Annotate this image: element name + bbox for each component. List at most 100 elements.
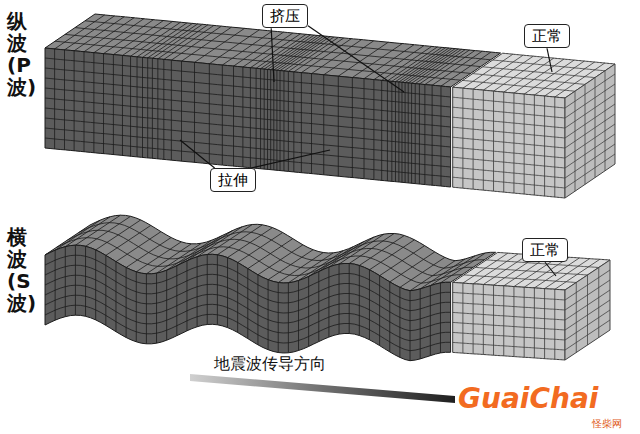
grid-line — [605, 71, 606, 171]
end-face — [565, 260, 610, 360]
grid-line — [524, 287, 525, 357]
grid-line — [453, 117, 565, 128]
grid-line — [45, 108, 451, 147]
callout-box: 挤压 — [262, 4, 308, 28]
grid-line — [453, 302, 565, 310]
grid-line — [453, 332, 565, 340]
grid-line — [464, 275, 576, 283]
grid-line — [453, 147, 565, 158]
watermark: 怪柴网 — [592, 418, 622, 430]
leader-line — [308, 26, 404, 92]
grid-line — [146, 274, 147, 344]
grid-line — [453, 137, 565, 148]
grid-line — [440, 283, 441, 353]
grid-line — [565, 124, 615, 158]
direction-band — [190, 374, 455, 403]
front-face — [453, 282, 565, 360]
grid-line — [453, 342, 565, 350]
grid-line — [75, 245, 76, 315]
grid-line — [45, 265, 451, 311]
wave-type-label: 横波(S波) — [7, 226, 27, 314]
grid-line — [79, 223, 485, 269]
grid-line — [513, 287, 514, 357]
grid-line — [453, 312, 565, 320]
leader-line — [547, 48, 552, 72]
grid-line — [207, 255, 208, 325]
callout-box: 拉伸 — [210, 168, 256, 192]
grid-line — [453, 292, 565, 300]
grid-line — [598, 268, 599, 338]
grid-line — [483, 285, 484, 355]
grid-line — [65, 34, 471, 73]
grid-line — [493, 60, 605, 71]
grid-line — [565, 104, 615, 138]
leader-line — [180, 140, 215, 168]
grid-line — [453, 127, 565, 138]
grid-line — [585, 84, 586, 184]
grid-line — [45, 88, 451, 127]
callout-box: 正常 — [522, 238, 568, 262]
grid-line — [288, 283, 289, 353]
grid-line — [453, 322, 565, 330]
grid-line — [45, 118, 451, 157]
grid-line — [534, 288, 535, 358]
leader-lines — [180, 26, 556, 276]
watermark: GuaiChai — [458, 382, 598, 415]
grid-line — [554, 289, 555, 359]
grid-line — [349, 263, 350, 333]
grid-line — [493, 285, 494, 355]
grid-line — [587, 275, 588, 345]
grid-line — [453, 177, 565, 188]
front-face — [45, 245, 451, 361]
grid-line — [45, 78, 451, 117]
s-wave-block — [45, 215, 610, 361]
grid-line — [75, 28, 481, 67]
grid-line — [453, 107, 565, 118]
grid-line — [453, 167, 565, 178]
end-face — [565, 64, 615, 198]
leader-line — [271, 28, 274, 82]
grid-line — [575, 91, 576, 191]
grid-line — [544, 289, 545, 359]
grid-line — [45, 255, 451, 301]
grid-line — [45, 68, 451, 107]
grid-line — [453, 157, 565, 168]
grid-line — [45, 285, 451, 331]
grid-line — [475, 267, 587, 275]
front-face — [453, 87, 565, 198]
callout-text: 挤压 — [270, 6, 300, 26]
grid-line — [55, 41, 461, 80]
grid-line — [565, 114, 615, 148]
grid-line — [45, 305, 451, 351]
grid-line — [56, 238, 462, 284]
grid-line — [565, 144, 615, 178]
grid-line — [565, 134, 615, 168]
grid-line — [45, 58, 451, 97]
grid-line — [85, 246, 86, 316]
callout-text: 正常 — [532, 26, 562, 46]
grid-line — [565, 154, 615, 188]
grid-line — [565, 74, 615, 108]
grid-line — [45, 128, 451, 167]
grid-line — [453, 97, 565, 108]
leader-line — [251, 150, 330, 168]
grid-line — [473, 284, 474, 354]
direction-label: 地震波传导方向 — [214, 354, 326, 375]
grid-line — [45, 98, 451, 137]
callout-text: 拉伸 — [218, 170, 248, 190]
callout-box: 正常 — [524, 24, 570, 48]
leader-line — [545, 262, 556, 276]
grid-line — [45, 275, 451, 321]
wave-type-label: 纵波(P波) — [7, 10, 27, 98]
grid-line — [462, 283, 463, 353]
grid-line — [565, 84, 615, 118]
callout-text: 正常 — [530, 240, 560, 260]
grid-line — [503, 286, 504, 356]
p-wave-block — [45, 14, 615, 198]
grid-line — [576, 283, 577, 353]
grid-line — [565, 94, 615, 128]
grid-line — [45, 295, 451, 341]
grid-line — [410, 291, 411, 361]
grid-line — [68, 230, 474, 276]
grid-line — [595, 78, 596, 178]
